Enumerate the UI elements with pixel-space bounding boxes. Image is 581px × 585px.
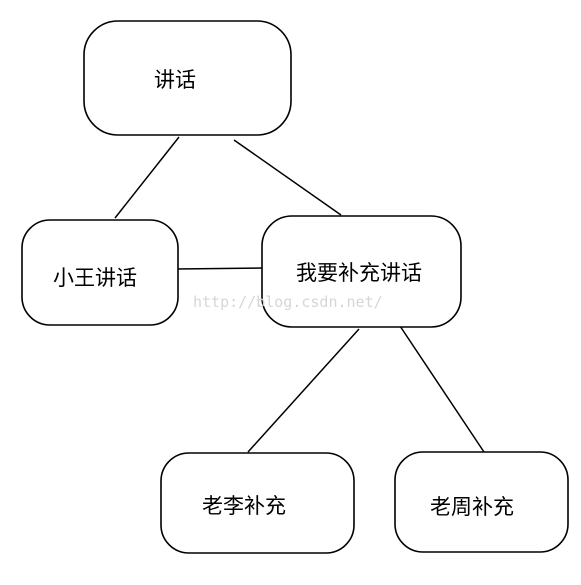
node-root-speech: 讲话 [83, 20, 292, 136]
node-laoli-supplement: 老李补充 [160, 452, 355, 554]
node-xiaowang-speech: 小王讲话 [21, 219, 179, 326]
watermark-text: http://blog.csdn.net/ [193, 293, 383, 311]
node-laozhou-label: 老周补充 [430, 495, 514, 519]
node-laoli-label: 老李补充 [202, 494, 286, 518]
edge-supplement-to-laoli [247, 328, 360, 453]
node-xiaowang-label: 小王讲话 [53, 266, 137, 290]
edge-xiaowang-to-supplement [175, 267, 264, 270]
node-supplement-speech: 我要补充讲话 [261, 215, 462, 328]
node-supplement-label: 我要补充讲话 [296, 261, 422, 285]
edge-root-to-supplement [233, 139, 342, 216]
edge-supplement-to-laozhou [399, 325, 485, 453]
edge-root-to-xiaowang [114, 136, 180, 219]
node-laozhou-supplement: 老周补充 [394, 451, 569, 553]
node-root-label: 讲话 [154, 68, 196, 92]
